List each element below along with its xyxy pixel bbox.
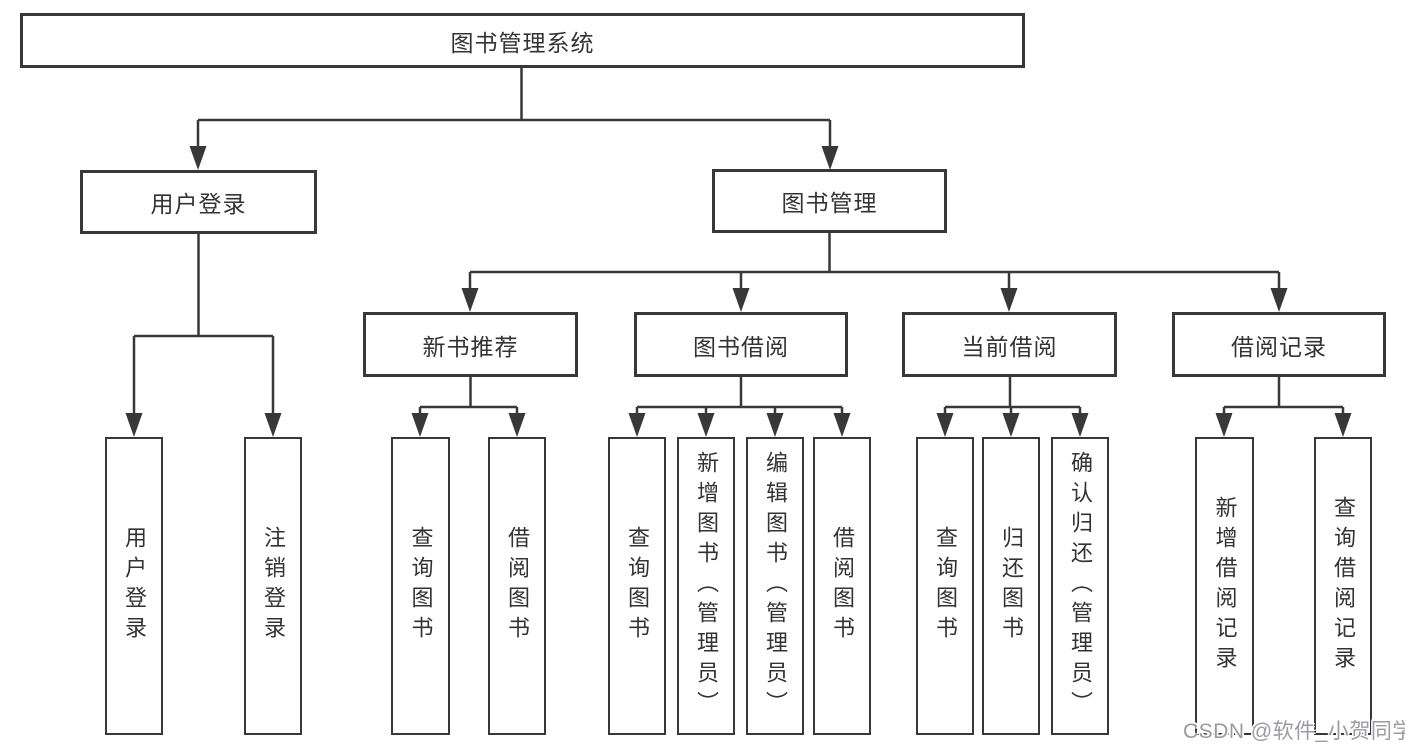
node-borrow-records: 借阅记录 — [1172, 312, 1386, 377]
node-label: 图书管理 — [781, 190, 878, 216]
connector-root-to-level1 — [196, 68, 832, 150]
node-user-login: 用户登录 — [80, 170, 317, 234]
leaf-cb-confirm-return-admin: 确认归还（管理员） — [1051, 437, 1109, 735]
leaf-nb-borrow-books: 借阅图书 — [488, 437, 546, 735]
node-current-borrow: 当前借阅 — [902, 312, 1117, 377]
leaf-cb-return-books: 归还图书 — [982, 437, 1040, 735]
leaf-br-add-record: 新增借阅记录 — [1195, 437, 1254, 735]
node-book-management: 图书管理 — [712, 169, 947, 233]
node-label: 借阅记录 — [1231, 333, 1327, 360]
leaf-label: 归还图书 — [999, 526, 1024, 646]
leaf-user-login: 用户登录 — [105, 437, 163, 735]
leaf-label: 借阅图书 — [505, 526, 530, 646]
leaf-logout: 注销登录 — [244, 437, 302, 735]
node-new-book-recommend: 新书推荐 — [363, 312, 578, 377]
leaf-label: 查询图书 — [933, 526, 958, 646]
leaf-label: 注销登录 — [261, 526, 286, 646]
leaf-label: 查询借阅记录 — [1331, 496, 1356, 676]
connector-bookborrow-to-leaves — [635, 377, 844, 419]
node-label: 图书管理系统 — [450, 29, 595, 56]
leaf-label: 编辑图书（管理员） — [763, 451, 788, 721]
connector-borrowrecords-to-leaves — [1222, 377, 1345, 419]
leaf-bb-borrow-books: 借阅图书 — [813, 437, 871, 735]
node-book-borrow: 图书借阅 — [634, 312, 848, 377]
connector-newbook-to-leaves — [418, 377, 519, 419]
leaf-bb-add-books-admin: 新增图书（管理员） — [677, 437, 735, 735]
node-label: 用户登录 — [150, 191, 247, 217]
csdn-watermark: CSDN @软件_小贺同学 — [1183, 720, 1405, 743]
node-label: 当前借阅 — [961, 333, 1058, 360]
leaf-label: 借阅图书 — [830, 526, 855, 646]
connector-userlogin-to-leaves — [132, 234, 275, 419]
leaf-nb-query-books: 查询图书 — [391, 437, 450, 735]
leaf-bb-query-books: 查询图书 — [608, 437, 666, 735]
connector-bookmgmt-to-level2 — [468, 233, 1281, 295]
arrowheads — [125, 146, 1352, 437]
node-library-system: 图书管理系统 — [20, 13, 1025, 68]
node-label: 新书推荐 — [422, 333, 519, 360]
leaf-label: 新增图书（管理员） — [694, 451, 719, 721]
leaf-label: 查询图书 — [408, 526, 434, 646]
leaf-br-query-record: 查询借阅记录 — [1314, 437, 1372, 735]
leaf-label: 查询图书 — [625, 526, 650, 646]
node-label: 图书借阅 — [693, 333, 789, 360]
leaf-label: 确认归还（管理员） — [1068, 451, 1093, 721]
leaf-cb-query-books: 查询图书 — [916, 437, 974, 735]
connector-currentborrow-to-leaves — [943, 377, 1082, 419]
leaf-label: 用户登录 — [122, 526, 147, 646]
leaf-bb-edit-books-admin: 编辑图书（管理员） — [746, 437, 804, 735]
leaf-label: 新增借阅记录 — [1212, 496, 1238, 676]
